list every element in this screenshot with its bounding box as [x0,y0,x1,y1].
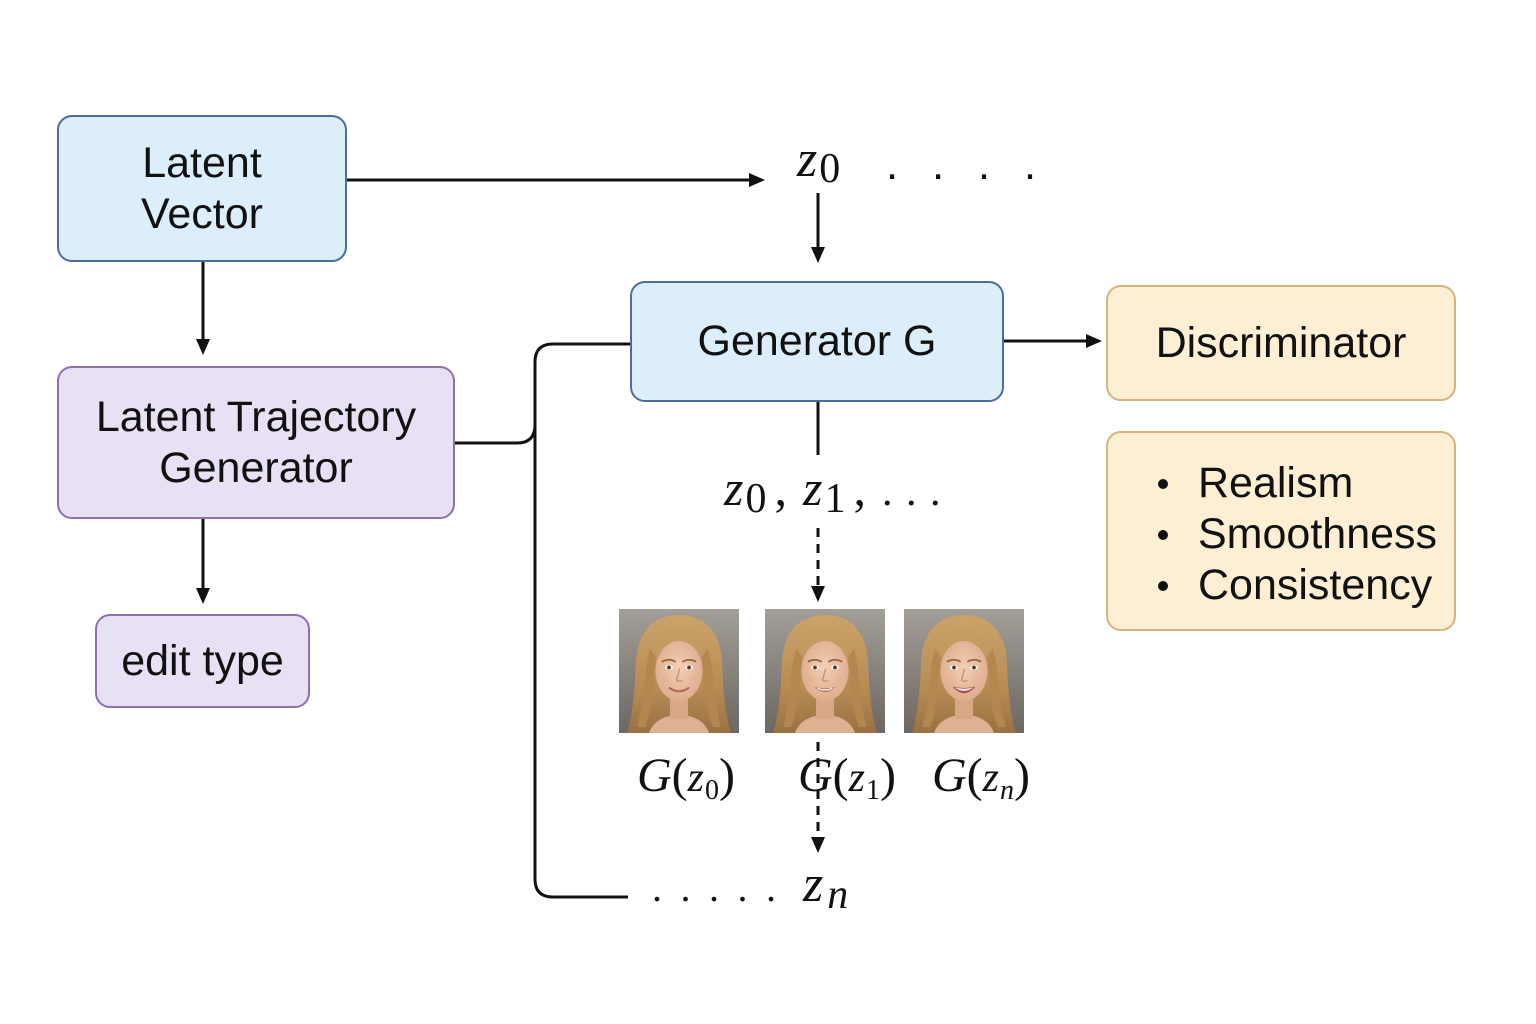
latent-symbol: z [802,460,823,516]
latent-subscript: n [827,872,849,918]
initial-latent-ellipsis: . . . . [886,140,1047,189]
latent-symbol: z [687,755,705,801]
latent-symbol: z [982,755,1000,801]
latent-subscript: 0 [745,476,767,522]
connector-trajectory-to-zn [533,425,628,899]
latent-sequence: z0,z1,. . . [724,460,942,522]
criteria-list: Realism Smoothness Consistency [1106,431,1456,631]
generator-function-symbol: G [798,749,833,802]
close-paren: ) [719,749,735,802]
close-paren: ) [880,749,896,802]
bullet-icon [1158,580,1168,591]
latent-symbol: z [797,131,818,188]
latent-symbol: z [848,755,866,801]
criteria-label: Smoothness [1198,510,1438,558]
latent-subscript: 1 [866,775,881,806]
latent-trajectory-generator-label-line-2: Generator [159,443,353,492]
latent-trajectory-generator-label-line-1: Latent Trajectory [95,392,417,441]
edit-type-node: edit type [95,614,310,708]
generator-node: Generator G [630,281,1004,402]
criteria-item-consistency: Consistency [1158,560,1432,611]
output-label-g-zn: G(zn) [932,752,1030,807]
criteria-label: Realism [1198,459,1354,507]
sequence-term-z0: z0 [724,460,766,522]
generator-function-symbol: G [932,749,967,802]
criteria-label: Consistency [1198,561,1433,609]
sequence-ellipsis: . . . [881,469,942,515]
open-paren: ( [966,749,983,802]
latent-trajectory-generator-node: Latent Trajectory Generator [57,366,455,519]
generated-face-image [619,609,739,733]
generated-face-image [904,609,1024,733]
criteria-item-realism: Realism [1158,458,1353,509]
generated-face-image [765,609,885,733]
latent-vector-label-line-2: Vector [141,189,263,238]
output-label-g-z0: G(z0) [637,752,735,807]
latent-vector-node: Latent Vector [57,115,347,262]
latent-subscript: 1 [824,476,846,522]
initial-latent-z0: z0 [797,131,841,193]
latent-symbol: z [803,856,824,913]
sequence-separator: , [774,460,787,516]
latent-subscript: 0 [705,775,720,806]
connector-trajectory-to-generator [455,342,630,445]
open-paren: ( [671,749,688,802]
latent-vector-label-line-1: Latent [142,138,262,187]
discriminator-node: Discriminator [1106,285,1456,401]
generator-label: Generator G [697,317,937,365]
bullet-icon [1158,478,1168,489]
close-paren: ) [1014,749,1030,802]
criteria-item-smoothness: Smoothness [1158,509,1437,560]
final-latent-zn: zn [803,856,848,919]
open-paren: ( [832,749,849,802]
edit-type-label: edit type [121,636,284,685]
sequence-term-z1: z1 [802,460,845,522]
output-label-g-z1: G(z1) [798,752,896,807]
discriminator-label: Discriminator [1155,318,1407,367]
latent-symbol: z [724,460,744,516]
generator-function-symbol: G [637,749,672,802]
bullet-icon [1158,529,1168,540]
latent-subscript: 0 [819,146,841,192]
latent-subscript: n [1000,775,1015,806]
final-latent-ellipsis: . . . . . [652,865,781,910]
sequence-separator: , [853,460,866,516]
